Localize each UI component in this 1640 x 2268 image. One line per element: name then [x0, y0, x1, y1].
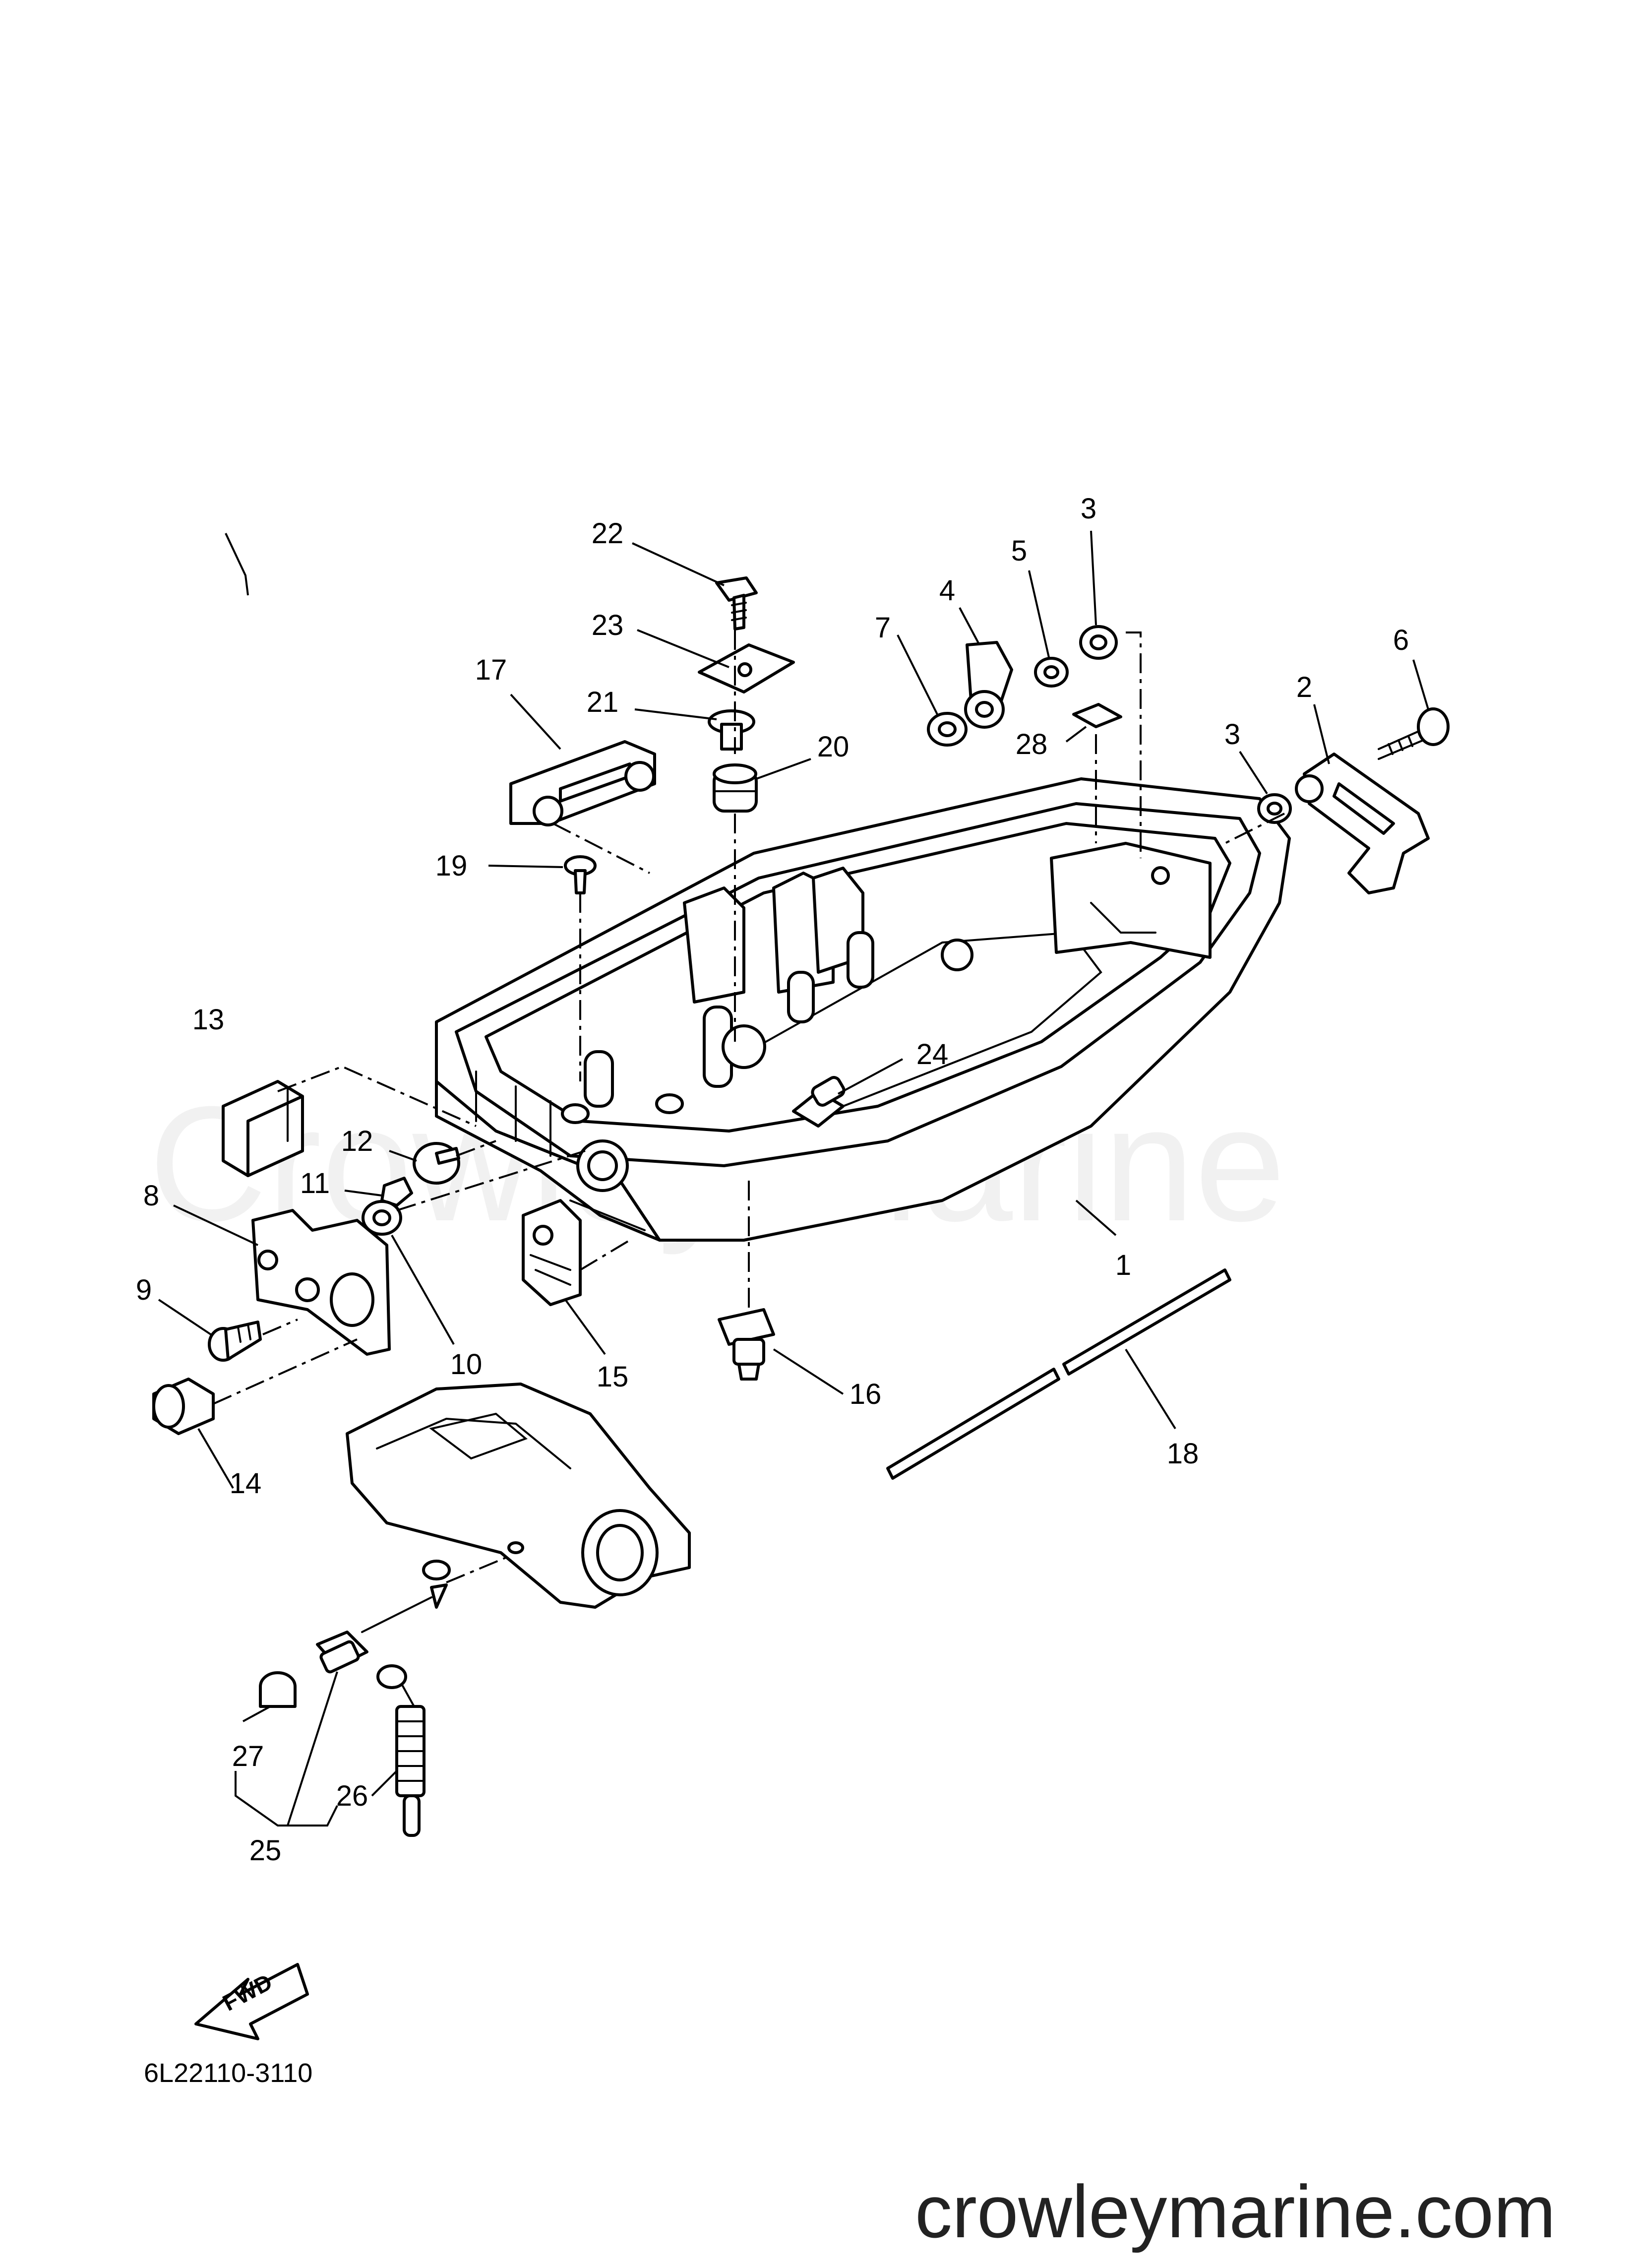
part-14-cap: [152, 1378, 215, 1435]
bottom-cowling: [435, 777, 1291, 1242]
part-20-grommet: [713, 763, 758, 813]
part-8-plate: [251, 1209, 391, 1356]
drawing-id: 6L22110-3110: [144, 2058, 312, 2088]
lower-unit: [346, 1383, 691, 1609]
part-16-drain-plug: [718, 1308, 775, 1381]
callout-10: 10: [450, 1348, 483, 1381]
callout-16: 16: [850, 1378, 882, 1410]
callout-6: 6: [1393, 624, 1409, 656]
callout-26: 26: [336, 1780, 368, 1812]
assembly-lines: [213, 630, 1285, 1583]
part-25-lock-assembly: [316, 1560, 451, 1674]
callout-9: 9: [136, 1274, 152, 1306]
callout-labels: 1233456789101112131415161718192021222324…: [136, 493, 1409, 1867]
callout-28: 28: [1016, 728, 1048, 760]
callout-24: 24: [916, 1038, 949, 1071]
part-24-fitting: [792, 1076, 846, 1128]
callout-18: 18: [1167, 1438, 1199, 1470]
part-17-handle: [509, 740, 656, 826]
callout-2: 2: [1296, 671, 1312, 703]
part-13-plug: [222, 1080, 304, 1177]
part-11-clip: [380, 1177, 413, 1207]
leader-lines: [158, 530, 1429, 1827]
callout-19: 19: [435, 850, 468, 882]
part-28-label: [1072, 703, 1122, 728]
callout-25: 25: [249, 1834, 282, 1867]
site-url: crowleymarine.com: [915, 2170, 1556, 2253]
callout-8: 8: [143, 1180, 159, 1212]
part-15-label: [522, 1199, 582, 1306]
callout-13: 13: [192, 1004, 225, 1036]
callout-11: 11: [300, 1167, 330, 1199]
callout-5: 5: [1011, 535, 1027, 567]
part-5-washer: [1034, 657, 1069, 688]
callout-14: 14: [230, 1467, 262, 1500]
part-10-grommet: [362, 1200, 402, 1236]
callout-23: 23: [592, 609, 624, 641]
part-4-damper: [964, 641, 1013, 729]
callout-3: 3: [1081, 493, 1096, 525]
part-3-collar-top: [1079, 625, 1118, 660]
part-27-cap: [259, 1671, 297, 1708]
callout-3: 3: [1224, 718, 1240, 751]
part-12-grommet: [413, 1142, 460, 1185]
callout-1: 1: [1115, 1249, 1131, 1281]
callout-22: 22: [592, 517, 624, 550]
part-18-rod: [886, 1268, 1231, 1480]
part-2-front-handle: [1295, 753, 1430, 894]
callout-20: 20: [817, 731, 850, 763]
callout-4: 4: [939, 574, 955, 607]
callout-17: 17: [475, 654, 507, 686]
callout-15: 15: [597, 1361, 629, 1393]
callout-21: 21: [587, 686, 619, 718]
part-21-collar: [708, 709, 755, 751]
part-7-nut: [927, 712, 968, 747]
callout-7: 7: [875, 612, 891, 644]
part-19-screw: [564, 855, 597, 894]
part-22-bolt: [715, 576, 758, 630]
part-6-bolt: [1378, 707, 1450, 760]
callout-12: 12: [341, 1125, 373, 1157]
callout-27: 27: [232, 1740, 264, 1772]
part-9-bolt: [208, 1321, 262, 1362]
fwd-arrow-icon: FWD: [194, 1963, 309, 2040]
part-26-lanyard: [376, 1664, 425, 1837]
